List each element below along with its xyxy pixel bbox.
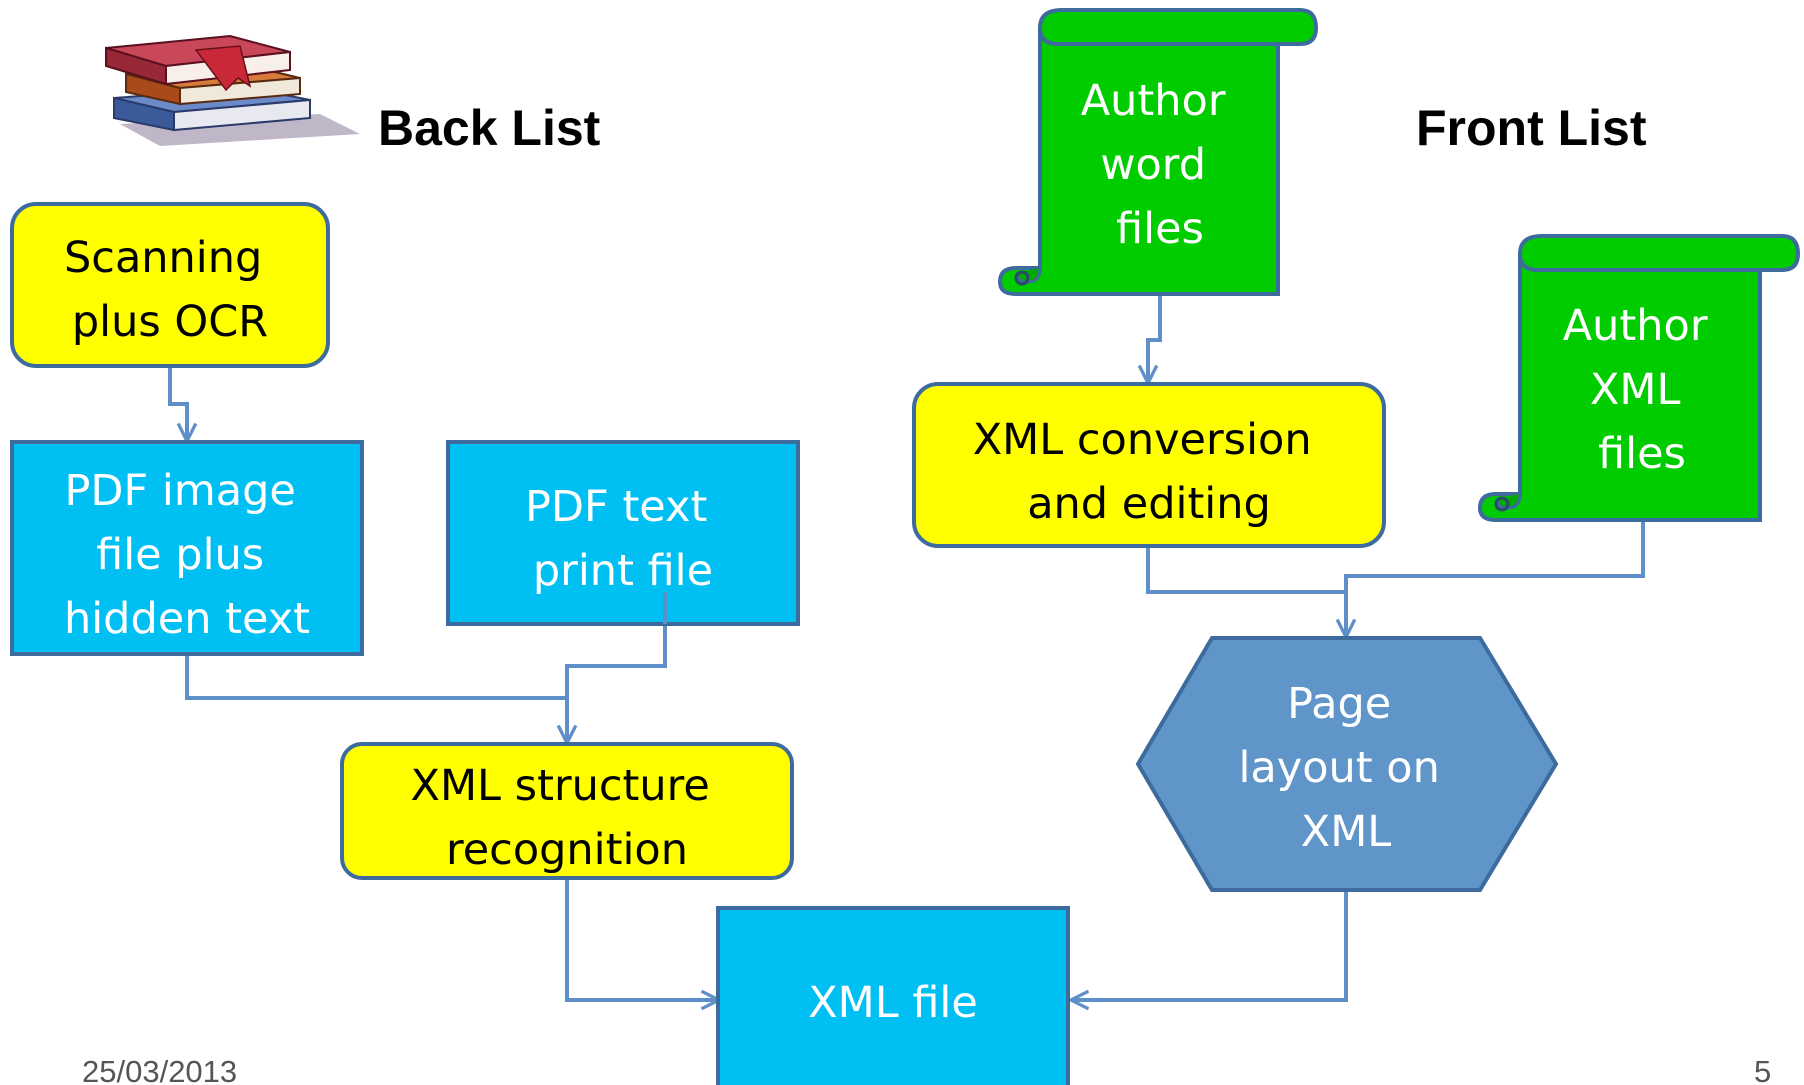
stack-of-books-icon (105, 34, 360, 146)
xml-structure-recognition-label: XML structure recognition (411, 761, 724, 875)
page-layout-label: Page layout on XML (1238, 679, 1453, 857)
footer-page-number: 5 (1754, 1054, 1771, 1085)
connector-xml-conversion-to-page-layout (1146, 546, 1346, 636)
xml-conversion-editing-label: XML conversion and editing (973, 415, 1326, 529)
author-word-files-label: Author word files (1081, 76, 1239, 254)
xml-file-box: XML file (716, 906, 1070, 1085)
connector-pdf-image-to-xml-structure (185, 654, 567, 742)
connector-author-word-to-xml-conversion (1148, 294, 1162, 382)
connectors (168, 294, 1645, 1000)
pdf-text-print-file-label: PDF text print file (525, 482, 721, 596)
xml-structure-recognition-box: XML structure recognition (340, 742, 794, 880)
back-list-heading: Back List (378, 100, 601, 156)
connector-scanning-to-pdf-image (168, 366, 187, 440)
scanning-ocr-box: Scanning plus OCR (10, 202, 330, 368)
xml-conversion-editing-box: XML conversion and editing (912, 382, 1386, 548)
pdf-image-file-label: PDF image file plus hidden text (64, 466, 310, 644)
pdf-image-file-box: PDF image file plus hidden text (10, 440, 364, 656)
page-layout-hexagon: Page layout on XML (1135, 636, 1559, 892)
footer-date: 25/03/2013 (82, 1054, 237, 1085)
xml-file-label: XML file (808, 978, 978, 1028)
scanning-ocr-label: Scanning plus OCR (64, 233, 276, 347)
pdf-text-print-file-box: PDF text print file (446, 440, 800, 626)
connector-pdf-text-to-xml-structure (565, 592, 667, 698)
connector-xml-structure-to-xml-file (565, 880, 718, 1000)
connector-page-layout-to-xml-file (1072, 890, 1348, 1000)
author-xml-files-scroll: Author XML files (1477, 234, 1801, 522)
front-list-heading: Front List (1416, 100, 1647, 156)
author-word-files-scroll: Author word files (997, 8, 1319, 296)
author-xml-files-label: Author XML files (1563, 301, 1721, 479)
connector-author-xml-to-page-layout (1344, 520, 1645, 592)
